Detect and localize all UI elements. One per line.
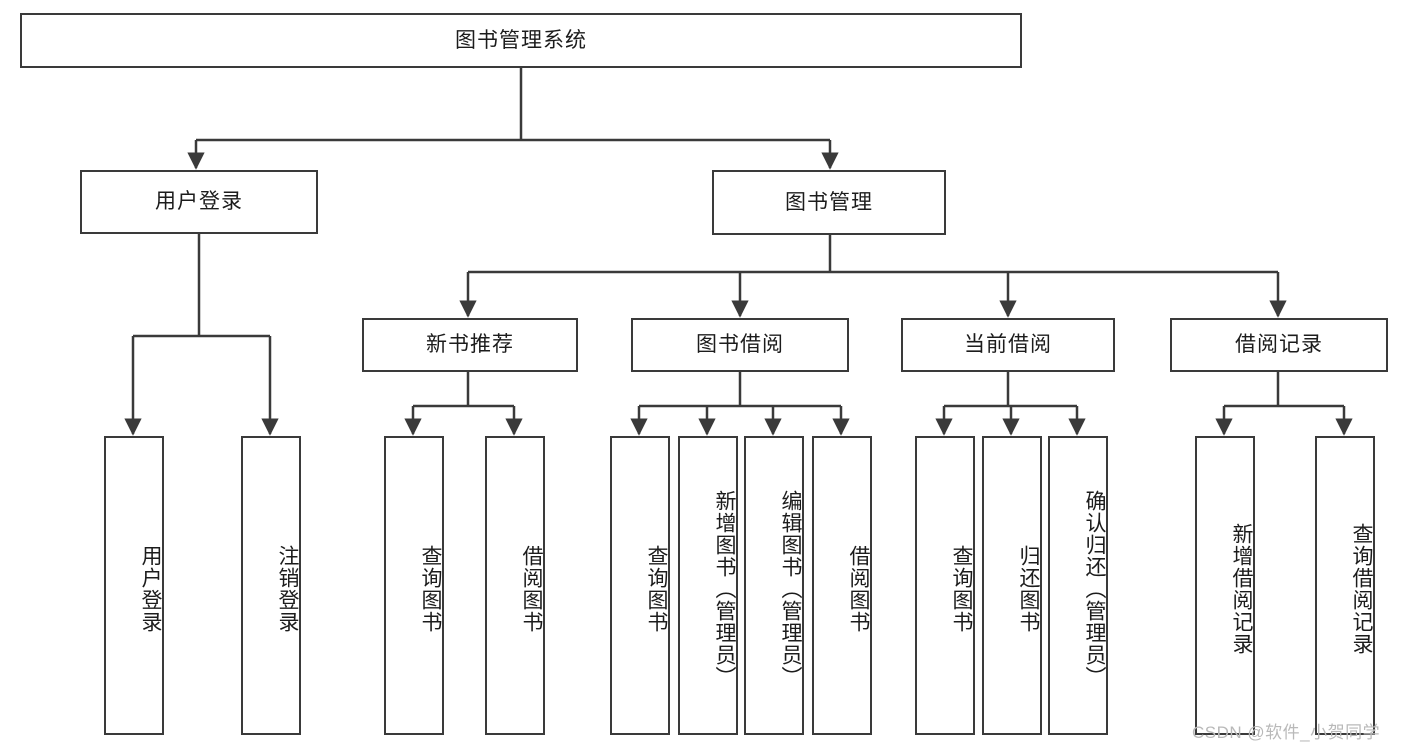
leaf-user-login-logout-label: 注销登录 — [276, 544, 299, 633]
leaf-book-borrow-borrow-label: 借阅图书 — [847, 544, 870, 633]
node-current-borrow-label: 当前借阅 — [964, 333, 1052, 357]
leaf-user-login-login[interactable]: 用户登录 — [104, 436, 164, 735]
leaf-current-borrow-return-label: 归还图书 — [1017, 544, 1040, 633]
node-borrow-record[interactable]: 借阅记录 — [1170, 318, 1388, 372]
leaf-book-borrow-edit[interactable]: 编辑图书（管理员） — [744, 436, 804, 735]
leaf-book-borrow-query[interactable]: 查询图书 — [610, 436, 670, 735]
leaf-current-borrow-query-label: 查询图书 — [950, 544, 973, 633]
leaf-borrow-record-add-label: 新增借阅记录 — [1230, 522, 1253, 655]
node-new-book-recommend-label: 新书推荐 — [426, 333, 514, 357]
leaf-borrow-record-add[interactable]: 新增借阅记录 — [1195, 436, 1255, 735]
leaf-book-borrow-query-label: 查询图书 — [645, 544, 668, 633]
node-user-login-label: 用户登录 — [155, 190, 243, 214]
node-borrow-record-label: 借阅记录 — [1235, 333, 1323, 357]
leaf-new-book-borrow[interactable]: 借阅图书 — [485, 436, 545, 735]
leaf-new-book-query[interactable]: 查询图书 — [384, 436, 444, 735]
node-current-borrow[interactable]: 当前借阅 — [901, 318, 1115, 372]
leaf-current-borrow-return[interactable]: 归还图书 — [982, 436, 1042, 735]
leaf-book-borrow-add-label: 新增图书（管理员） — [713, 489, 736, 688]
node-new-book-recommend[interactable]: 新书推荐 — [362, 318, 578, 372]
node-book-borrow[interactable]: 图书借阅 — [631, 318, 849, 372]
leaf-borrow-record-query-label: 查询借阅记录 — [1350, 522, 1373, 655]
leaf-new-book-query-label: 查询图书 — [419, 544, 442, 633]
leaf-user-login-logout[interactable]: 注销登录 — [241, 436, 301, 735]
node-root-label: 图书管理系统 — [455, 28, 587, 52]
node-root[interactable]: 图书管理系统 — [20, 13, 1022, 68]
leaf-borrow-record-query[interactable]: 查询借阅记录 — [1315, 436, 1375, 735]
node-user-login[interactable]: 用户登录 — [80, 170, 318, 234]
leaf-current-borrow-confirm[interactable]: 确认归还（管理员） — [1048, 436, 1108, 735]
leaf-current-borrow-query[interactable]: 查询图书 — [915, 436, 975, 735]
node-book-manage-label: 图书管理 — [785, 190, 873, 214]
leaf-user-login-login-label: 用户登录 — [139, 544, 162, 633]
leaf-book-borrow-edit-label: 编辑图书（管理员） — [779, 489, 802, 688]
leaf-book-borrow-add[interactable]: 新增图书（管理员） — [678, 436, 738, 735]
node-book-manage[interactable]: 图书管理 — [712, 170, 946, 235]
node-book-borrow-label: 图书借阅 — [696, 333, 784, 357]
leaf-new-book-borrow-label: 借阅图书 — [520, 544, 543, 633]
leaf-current-borrow-confirm-label: 确认归还（管理员） — [1083, 489, 1106, 688]
csdn-watermark: CSDN @软件_小贺同学 — [1192, 723, 1381, 742]
leaf-book-borrow-borrow[interactable]: 借阅图书 — [812, 436, 872, 735]
